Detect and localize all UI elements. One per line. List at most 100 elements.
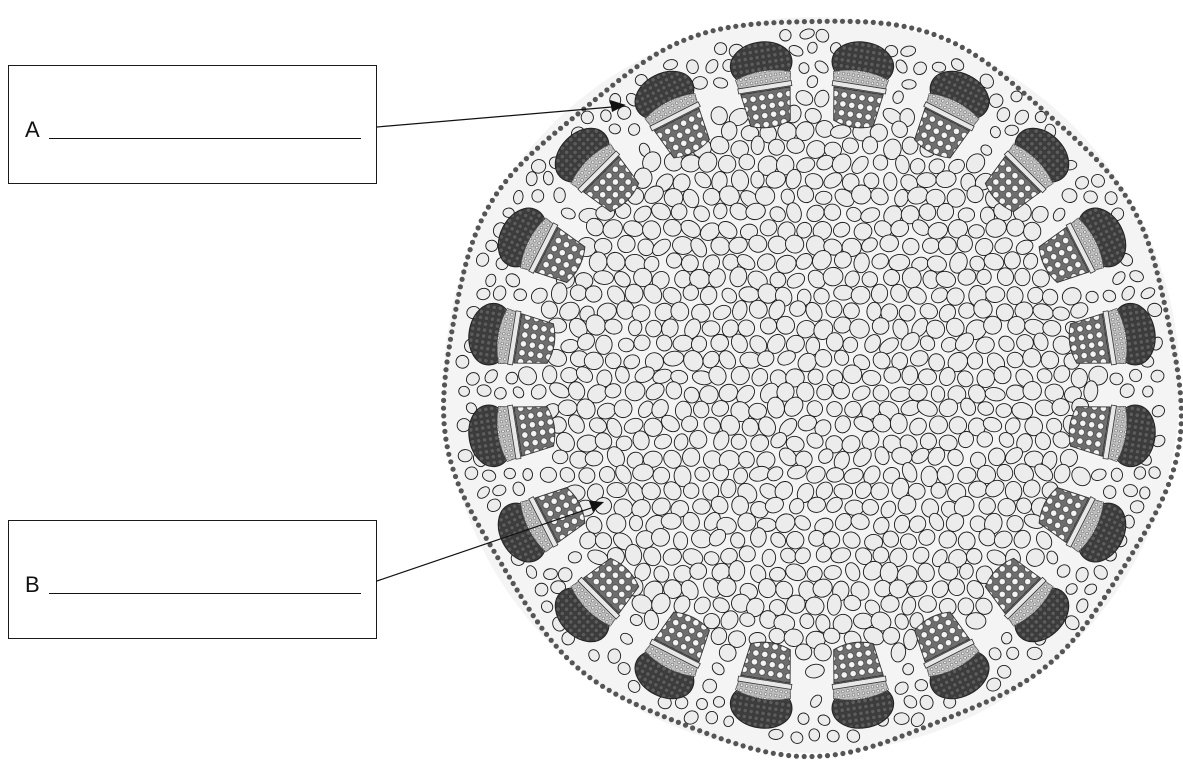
parenchyma-cell [642,450,663,468]
epidermis-cell [674,40,680,47]
epidermis-cell [927,722,934,728]
parenchyma-cell [492,285,507,301]
epidermis-cell [1178,429,1183,435]
epidermis-cell [690,725,696,731]
epidermis-cell [485,204,491,210]
parenchyma-cell [1064,615,1080,631]
parenchyma-cell [784,396,804,417]
epidermis-cell [1075,632,1081,638]
epidermis-cell [640,59,646,65]
epidermis-cell [472,515,478,522]
parenchyma-cell [978,528,996,547]
epidermis-cell [553,643,559,649]
parenchyma-cell [673,531,689,551]
epidermis-cell [448,459,454,465]
parenchyma-cell [815,28,830,43]
epidermis-cell [794,19,800,25]
epidermis-cell [771,20,777,26]
parenchyma-cell [665,381,683,400]
answer-line-a[interactable] [49,138,361,139]
answer-line-b[interactable] [49,593,361,594]
epidermis-cell [938,34,944,40]
parenchyma-cell [683,386,700,404]
parenchyma-cell [872,384,890,402]
epidermis-cell [809,753,815,760]
epidermis-cell [654,711,660,717]
epidermis-cell [1024,677,1030,684]
parenchyma-cell [985,479,1005,498]
parenchyma-cell [852,385,871,401]
epidermis-cell [969,705,975,711]
epidermis-cell [522,600,528,606]
pointer-b [376,501,604,582]
parenchyma-cell [718,221,738,239]
vascular-bundle [1038,487,1127,563]
parenchyma-cell [908,383,928,402]
epidermis-cell [1165,481,1172,488]
parenchyma-cell [864,533,884,551]
parenchyma-cell [998,432,1015,448]
epidermis-cell [489,197,495,203]
epidermis-cell [847,18,853,24]
parenchyma-cell [464,466,479,480]
parenchyma-cell [823,565,842,580]
parenchyma-cell [833,284,854,301]
pointer-a [376,100,626,128]
parenchyma-cell [1091,174,1105,188]
parenchyma-cell [764,496,784,514]
parenchyma-cell [1070,302,1089,319]
parenchyma-cell [873,517,890,535]
epidermis-cell [543,631,550,637]
parenchyma-cell [985,218,1007,238]
parenchyma-cell [841,435,861,454]
parenchyma-cell [808,529,825,547]
parenchyma-cell [1133,466,1147,480]
epidermis-cell [973,52,979,59]
parenchyma-cell [525,171,538,187]
epidermis-cell [508,172,514,179]
epidermis-cell [832,18,838,24]
epidermis-cell [1049,115,1055,121]
parenchyma-cell [1102,289,1117,303]
parenchyma-cell [712,696,726,708]
parenchyma-cell [757,350,775,367]
epidermis-cell [718,736,724,742]
epidermis-cell [628,68,634,74]
parenchyma-cell [578,467,596,484]
parenchyma-cell [1075,176,1089,190]
epidermis-cell [893,22,900,28]
parenchyma-cell [983,315,1003,335]
parenchyma-cell [975,336,995,354]
epidermis-cell [1178,421,1183,427]
parenchyma-cell [1046,550,1059,565]
parenchyma-cell [1065,583,1078,595]
parenchyma-cell [799,28,815,40]
parenchyma-cell [1004,480,1023,502]
epidermis-cell [1021,90,1027,96]
cambium [923,638,975,669]
parenchyma-cell [1023,252,1039,270]
epidermis-cell [452,473,459,480]
epidermis-cell [1159,292,1166,298]
epidermis-cell [475,225,481,231]
parenchyma-cell [936,465,954,485]
epidermis-cell [506,574,512,580]
epidermis-cell [451,314,458,320]
parenchyma-cell [457,449,473,463]
parenchyma-cell [567,551,582,564]
epidermis-cell [1122,563,1128,569]
parenchyma-cell [957,268,977,286]
parenchyma-cell [680,579,699,601]
cambium [577,150,621,194]
parenchyma-cell [745,202,766,221]
parenchyma-cell [882,627,901,645]
epidermis-cell [755,747,761,753]
parenchyma-cell [1121,285,1135,301]
epidermis-cell [1083,146,1089,152]
parenchyma-cell [918,595,937,613]
xylem [534,226,586,283]
parenchyma-cell [823,203,842,221]
parenchyma-cell [775,513,796,533]
epidermis-cell [483,535,489,541]
epidermis-cell [633,701,639,708]
